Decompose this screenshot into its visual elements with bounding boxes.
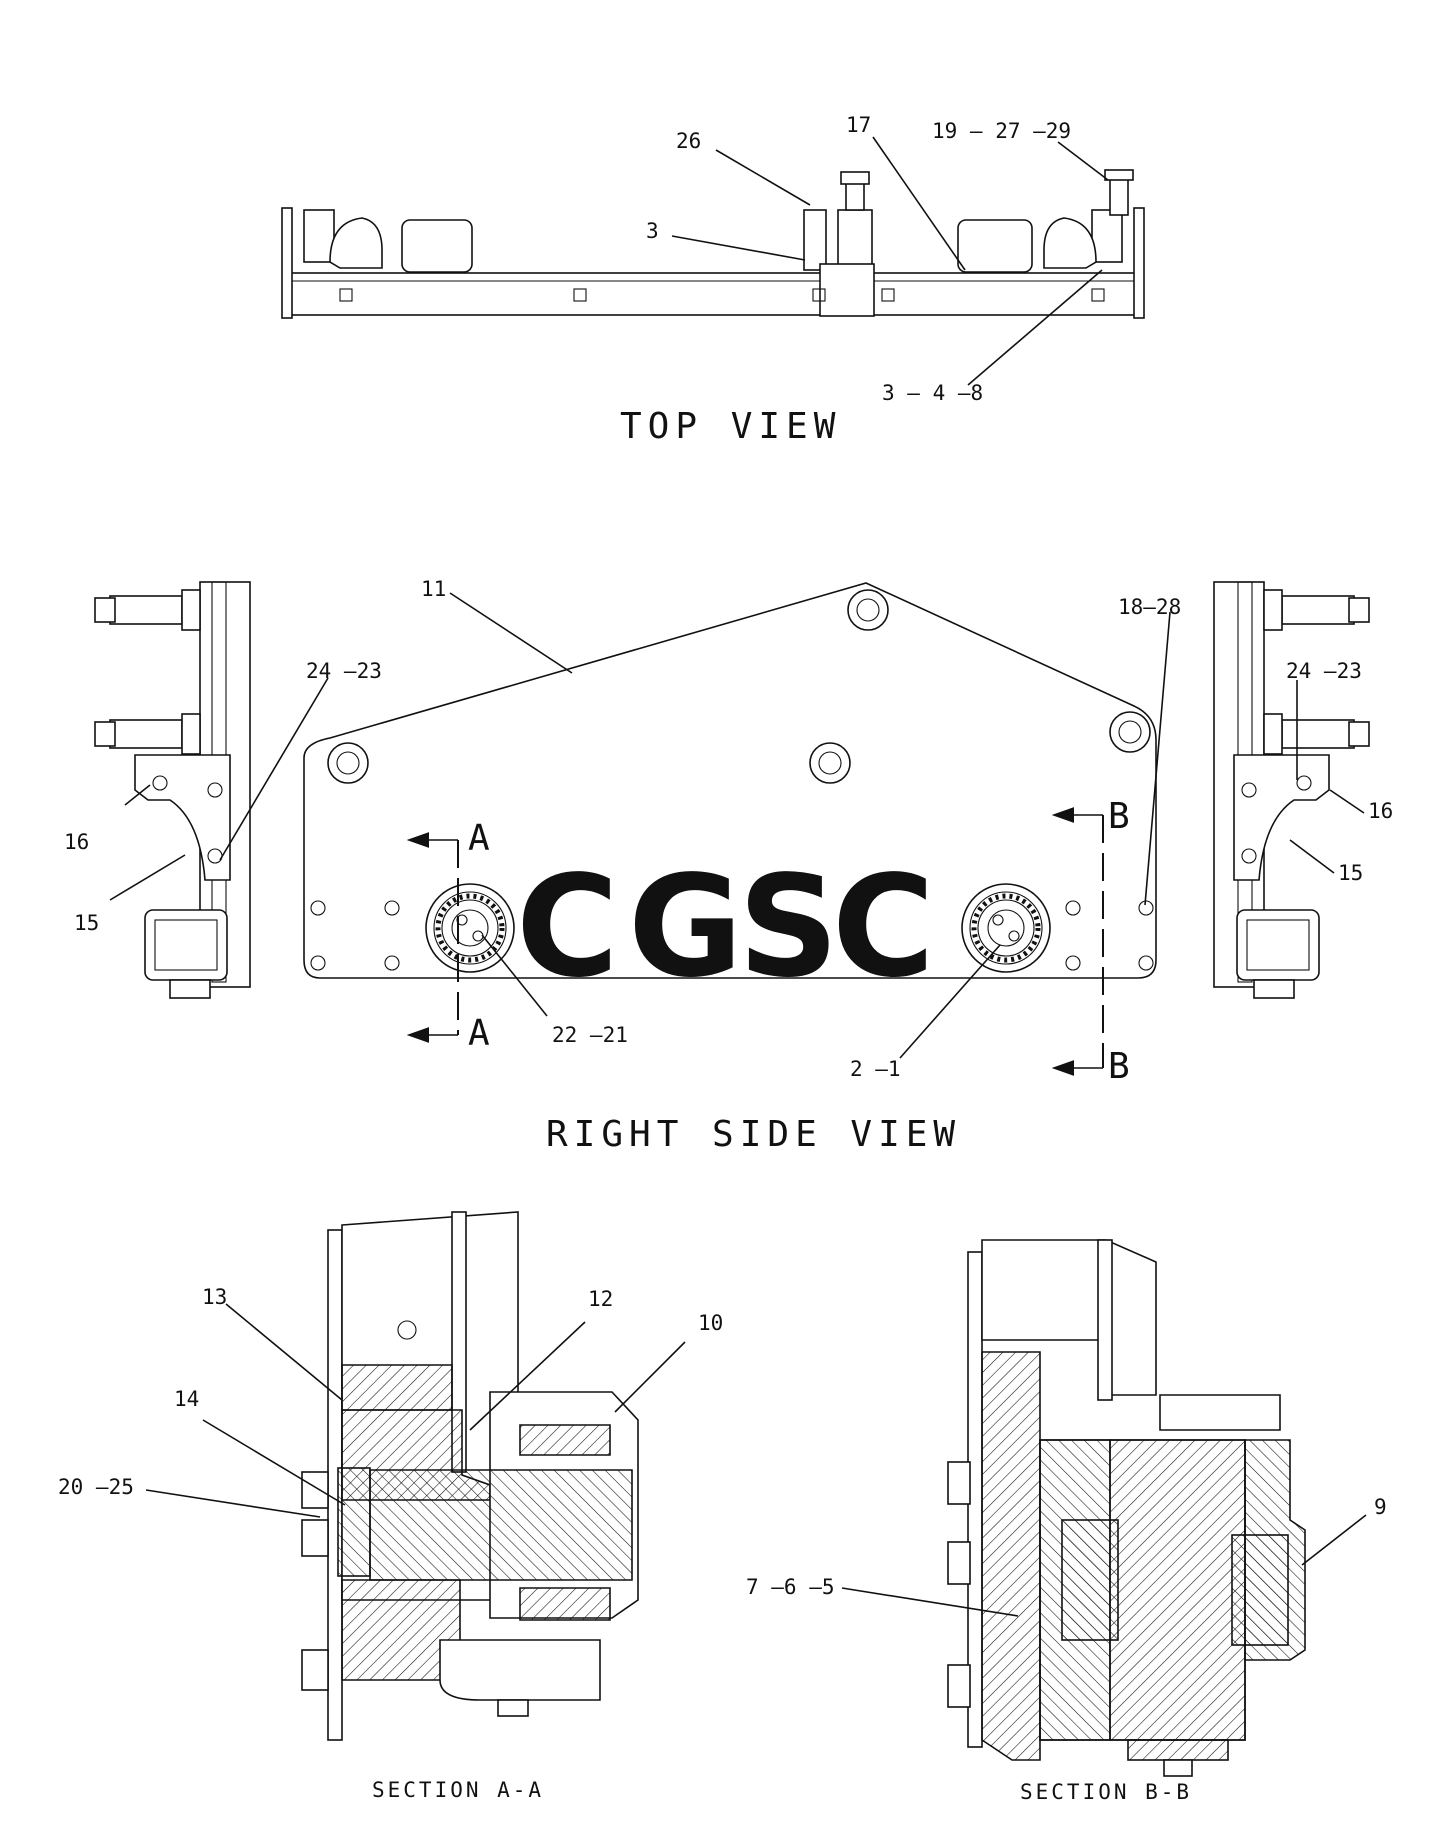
callout-20-25: 20 –25 xyxy=(58,1475,134,1499)
section-b-marker-bottom: B xyxy=(1108,1046,1136,1087)
callout-14: 14 xyxy=(174,1387,199,1411)
bearing-left xyxy=(425,883,515,973)
center-bracket xyxy=(803,209,827,271)
right-bolt-lower xyxy=(1281,719,1355,749)
section-b-marker-top: B xyxy=(1108,796,1136,837)
callout-7-6-5: 7 –6 –5 xyxy=(746,1575,835,1599)
left-guide-shoe xyxy=(134,754,231,881)
callout-24-23-right: 24 –23 xyxy=(1286,659,1362,683)
callout-3-4-8: 3 – 4 –8 xyxy=(882,381,983,405)
callout-12: 12 xyxy=(588,1287,613,1311)
callout-13: 13 xyxy=(202,1285,227,1309)
right-side-bracket xyxy=(1213,581,1370,999)
section-b-b: 9 7 –6 –5 SECTION B-B xyxy=(746,1239,1387,1804)
left-side-bracket xyxy=(94,581,251,999)
left-guide-roller xyxy=(329,217,383,269)
callout-15-left: 15 xyxy=(74,911,99,935)
watermark: C G S C xyxy=(516,846,935,1009)
callout-9: 9 xyxy=(1374,1495,1387,1519)
callout-16-right: 16 xyxy=(1368,799,1393,823)
top-view: 26 17 19 – 27 –29 3 3 – 4 –8 TOP VIEW xyxy=(281,113,1145,447)
section-a-a-title: SECTION A-A xyxy=(372,1778,544,1802)
top-view-beam xyxy=(286,272,1140,316)
section-b-b-title: SECTION B-B xyxy=(1020,1780,1192,1804)
top-view-pad-left xyxy=(401,219,473,273)
side-plate xyxy=(303,582,1157,979)
callout-26: 26 xyxy=(676,129,701,153)
top-view-pad-right xyxy=(957,219,1033,273)
watermark-letter-1: C xyxy=(516,846,619,1009)
callout-22-21: 22 –21 xyxy=(552,1023,628,1047)
right-guide-roller xyxy=(1043,217,1097,269)
watermark-letter-2: G xyxy=(628,846,743,1009)
callout-10: 10 xyxy=(698,1311,723,1335)
right-guide-shoe xyxy=(1233,754,1330,881)
watermark-letter-4: C xyxy=(832,846,935,1009)
callout-3: 3 xyxy=(646,219,659,243)
right-side-view-title: RIGHT SIDE VIEW xyxy=(546,1114,961,1155)
section-a-marker-bottom: A xyxy=(468,1013,496,1054)
bearing-right xyxy=(961,883,1051,973)
callout-19-27-29: 19 – 27 –29 xyxy=(932,119,1071,143)
left-bolt-lower xyxy=(109,719,183,749)
callout-11: 11 xyxy=(421,577,446,601)
callout-15-right: 15 xyxy=(1338,861,1363,885)
left-bolt-upper xyxy=(109,595,183,625)
section-a-marker-top: A xyxy=(468,818,496,859)
callout-18-28: 18–28 xyxy=(1118,595,1181,619)
top-view-right-plate xyxy=(1133,207,1145,319)
watermark-letter-3: S xyxy=(738,846,839,1009)
top-view-title: TOP VIEW xyxy=(620,406,841,447)
right-bolt xyxy=(1109,174,1129,216)
callout-16-left: 16 xyxy=(64,830,89,854)
callout-24-23-left: 24 –23 xyxy=(306,659,382,683)
right-side-view: A A B B xyxy=(64,577,1393,1155)
section-a-a: 13 12 10 14 20 –25 SECTION A-A xyxy=(58,1211,723,1802)
callout-17: 17 xyxy=(846,113,871,137)
callout-2-1: 2 –1 xyxy=(850,1057,901,1081)
top-view-left-plate xyxy=(281,207,293,319)
right-bolt-upper xyxy=(1281,595,1355,625)
